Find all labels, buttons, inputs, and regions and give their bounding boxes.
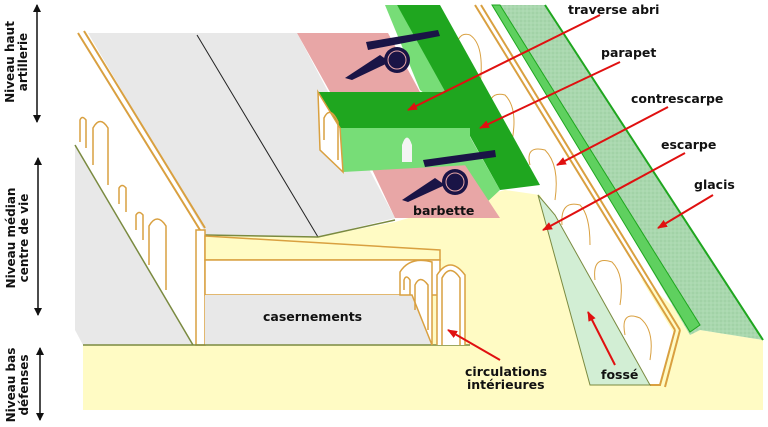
svg-text:Niveau haut: Niveau haut [3,21,17,103]
cannon-icon [345,30,440,80]
upper-terrace [88,33,395,237]
level-bottom-label: Niveau bas défenses [4,348,31,423]
label-glacis: glacis [694,177,735,192]
label-arrows [407,14,714,366]
label-circulations: circulations [465,364,547,379]
label-traverse-abri: traverse abri [568,2,659,17]
traverse-end [317,89,344,174]
label-interieures: intérieures [467,377,545,392]
label-contrescarpe: contrescarpe [631,91,723,106]
traverse-top [318,92,470,128]
barbette-lower [370,165,500,218]
left-wall-windows [79,116,167,290]
circulation-arches [399,259,466,346]
label-barbette: barbette [413,203,474,218]
svg-text:Niveau bas: Niveau bas [4,348,18,423]
left-wall [75,33,205,345]
level-top-label: Niveau haut artillerie [3,21,30,103]
label-fosse: fossé [601,367,638,382]
svg-text:défenses: défenses [17,354,31,415]
svg-text:Niveau médian: Niveau médian [4,188,18,289]
level-middle-label: Niveau médian centre de vie [4,188,31,289]
escarpe-wall [440,5,675,385]
terrace-line [196,34,319,238]
fosse-ditch [537,194,651,386]
cannon-icon [402,150,496,202]
barbette-upper [297,33,420,92]
svg-text:artillerie: artillerie [16,33,30,91]
glacis-edge-stripe [491,4,701,333]
level-arrows [33,4,44,421]
caserne-floor [205,295,432,345]
traverse-door [402,137,412,162]
label-escarpe: escarpe [661,137,716,152]
terrace-edge [204,219,396,238]
label-parapet: parapet [601,45,656,60]
label-casernements: casernements [263,309,362,324]
svg-text:centre de vie: centre de vie [17,194,31,283]
